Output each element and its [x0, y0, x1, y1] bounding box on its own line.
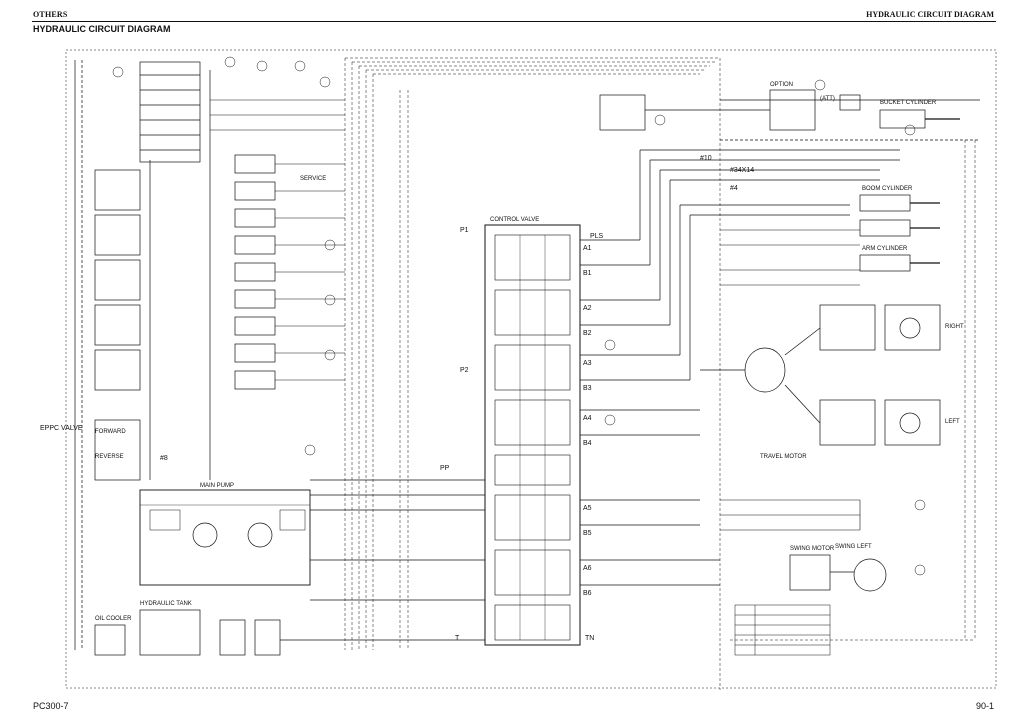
port-a3: A3	[583, 360, 592, 367]
label-bucket-cylinder: BUCKET CYLINDER	[880, 100, 937, 106]
label-forward: FORWARD	[95, 429, 126, 435]
center-swivel-joint	[744, 347, 786, 393]
port-a6: A6	[583, 565, 592, 572]
bucket-cylinder	[879, 109, 960, 129]
ppc-valve-block	[139, 61, 201, 163]
port-pp: PP	[440, 465, 450, 472]
label-left: LEFT	[945, 419, 960, 425]
port-b4: B4	[583, 440, 592, 447]
travel-motor-right	[819, 304, 941, 351]
port-p1: P1	[460, 227, 469, 234]
label-travel-motor: TRAVEL MOTOR	[760, 454, 807, 460]
port-a2: A2	[583, 305, 592, 312]
port-a5: A5	[583, 505, 592, 512]
label-option: OPTION	[770, 82, 793, 88]
footer-page: 90-1	[975, 701, 994, 711]
port-a4: A4	[583, 415, 592, 422]
main-pump-block	[139, 489, 311, 586]
swing-motor	[789, 554, 887, 592]
port-p2: P2	[460, 367, 469, 374]
header-section: OTHERS	[33, 10, 68, 19]
port-b1: B1	[583, 270, 592, 277]
marker-8: #8	[160, 455, 168, 462]
port-b2: B2	[583, 330, 592, 337]
control-valve-body	[484, 224, 581, 646]
marker-10: #10	[700, 155, 712, 162]
label-att: (ATT)	[820, 96, 835, 102]
header-title: HYDRAULIC CIRCUIT DIAGRAM	[866, 10, 994, 19]
arm-cylinder	[859, 254, 940, 272]
marker-34x14: #34X14	[730, 167, 754, 174]
port-t: T	[455, 635, 460, 642]
label-right: RIGHT	[945, 324, 964, 330]
travel-motor-left	[819, 399, 941, 446]
label-oil-cooler: OIL COOLER	[95, 616, 132, 622]
boom-cylinder	[859, 194, 940, 237]
footer-model: PC300-7	[33, 701, 69, 711]
port-pls: PLS	[590, 233, 604, 240]
label-control-valve: CONTROL VALVE	[490, 217, 539, 223]
label-arm-cylinder: ARM CYLINDER	[862, 246, 908, 252]
label-swing-motor: SWING MOTOR	[790, 546, 835, 552]
legend-table	[734, 604, 831, 656]
port-tn: TN	[585, 635, 594, 642]
solenoid-valve-rows	[234, 154, 276, 390]
label-hydraulic-tank: HYDRAULIC TANK	[140, 601, 192, 607]
label-reverse: REVERSE	[95, 454, 124, 460]
label-service: SERVICE	[300, 176, 326, 182]
page-title: HYDRAULIC CIRCUIT DIAGRAM	[33, 24, 171, 34]
label-main-pump: MAIN PUMP	[200, 483, 234, 489]
header-rule	[32, 21, 996, 22]
hydraulic-tank	[139, 609, 201, 656]
label-ppc-valve: EPPC VALVE	[40, 425, 83, 432]
port-a1: A1	[583, 245, 592, 252]
port-b5: B5	[583, 530, 592, 537]
port-b6: B6	[583, 590, 592, 597]
port-b3: B3	[583, 385, 592, 392]
marker-4: #4	[730, 185, 738, 192]
label-swing-left: SWING LEFT	[835, 544, 872, 550]
label-boom-cylinder: BOOM CYLINDER	[862, 186, 913, 192]
